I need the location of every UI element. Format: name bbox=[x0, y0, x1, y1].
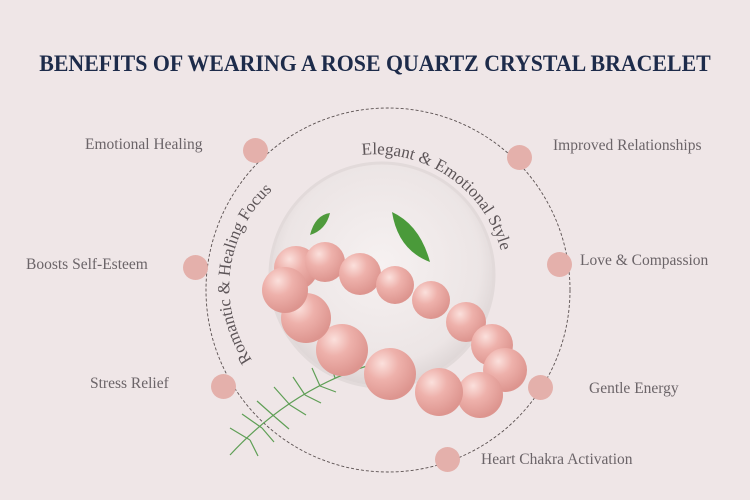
dashed-ring bbox=[205, 107, 571, 473]
leaf-icon bbox=[310, 213, 330, 235]
benefit-heart-chakra-activation: Heart Chakra Activation bbox=[481, 451, 633, 468]
dot-gentle-energy bbox=[528, 375, 553, 400]
benefit-love-compassion: Love & Compassion bbox=[580, 252, 709, 269]
benefit-emotional-healing: Emotional Healing bbox=[85, 136, 203, 153]
dot-improved-relationships bbox=[507, 145, 532, 170]
arc-label-left: Romantic & Healing Focus bbox=[214, 179, 275, 368]
benefit-improved-relationships: Improved Relationships bbox=[553, 137, 702, 154]
dot-boosts-self-esteem bbox=[183, 255, 208, 280]
dot-emotional-healing bbox=[243, 138, 268, 163]
dot-heart-chakra bbox=[435, 447, 460, 472]
page-title: BENEFITS OF WEARING A ROSE QUARTZ CRYSTA… bbox=[39, 51, 711, 77]
benefit-boosts-self-esteem: Boosts Self-Esteem bbox=[26, 256, 148, 273]
dot-love-compassion bbox=[547, 252, 572, 277]
leaf-icon bbox=[392, 212, 430, 262]
benefit-gentle-energy: Gentle Energy bbox=[589, 380, 679, 397]
benefit-stress-relief: Stress Relief bbox=[90, 375, 169, 392]
rose-quartz-bracelet bbox=[262, 242, 527, 418]
dot-stress-relief bbox=[211, 374, 236, 399]
